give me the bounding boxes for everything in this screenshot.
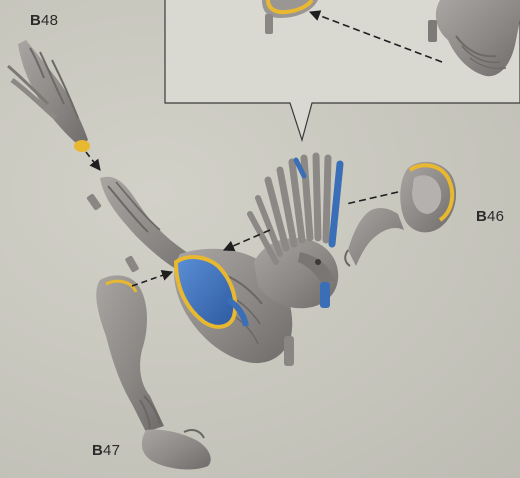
detail-callout [165, 0, 520, 140]
part-label-b48: B48 [30, 12, 58, 29]
feather-crest [250, 156, 340, 262]
part-label-b47: B47 [92, 442, 120, 459]
part-b48-tail [8, 40, 100, 170]
part-label-b46: B46 [476, 208, 504, 225]
